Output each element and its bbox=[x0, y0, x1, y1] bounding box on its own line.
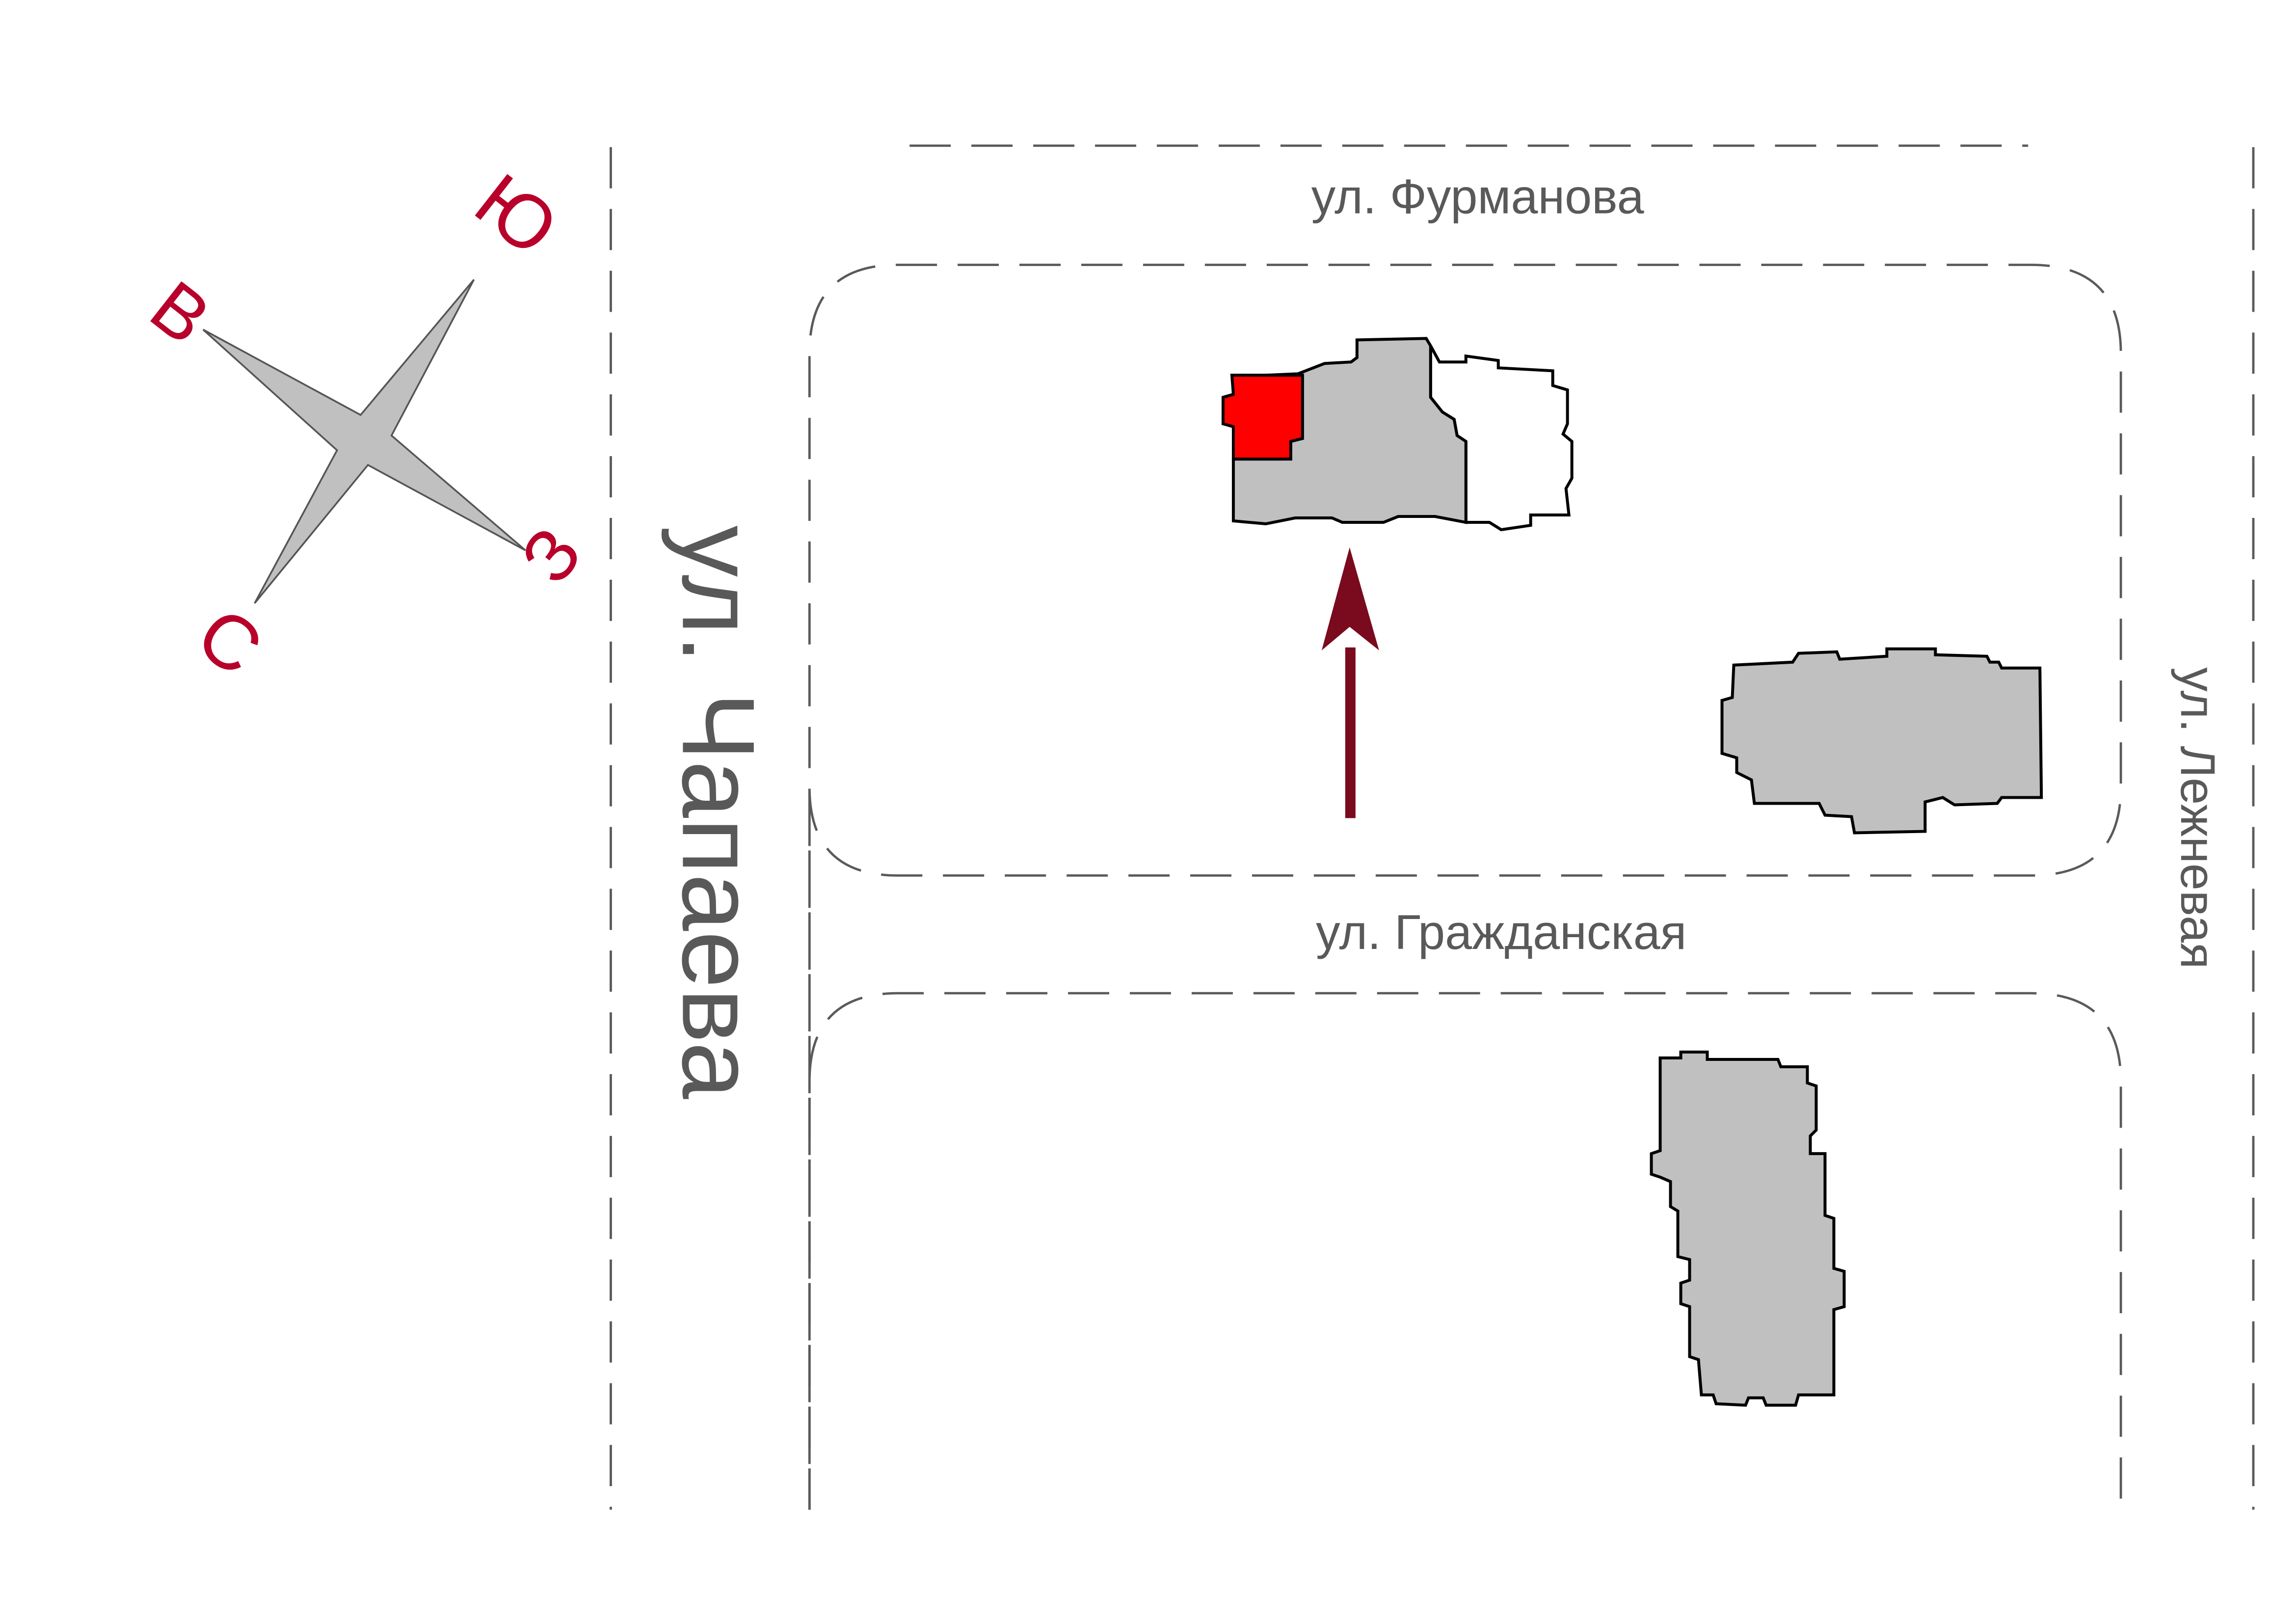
highlighted-building bbox=[1221, 374, 1304, 461]
arrow-head bbox=[1321, 547, 1379, 650]
compass-star-shape bbox=[202, 279, 526, 604]
street-label-chapaeva: ул. Чапаева bbox=[661, 525, 775, 1099]
arrow-up-icon bbox=[1321, 547, 1379, 818]
building-south-block bbox=[1650, 1051, 1846, 1407]
block-north-outline bbox=[808, 264, 2122, 1510]
building-main-complex bbox=[1221, 337, 1574, 532]
road-lines bbox=[610, 144, 2255, 1510]
street-label-furmanova: ул. Фурманова bbox=[1311, 169, 1645, 224]
street-label-grazhdanskaya: ул. Гражданская bbox=[1316, 905, 1686, 959]
street-label-lezhneva: ул. Лежневая bbox=[2171, 667, 2225, 969]
building-east-north-block bbox=[1720, 647, 2043, 835]
arrow-shaft bbox=[1345, 647, 1356, 818]
block-south-outline bbox=[808, 992, 2122, 1510]
